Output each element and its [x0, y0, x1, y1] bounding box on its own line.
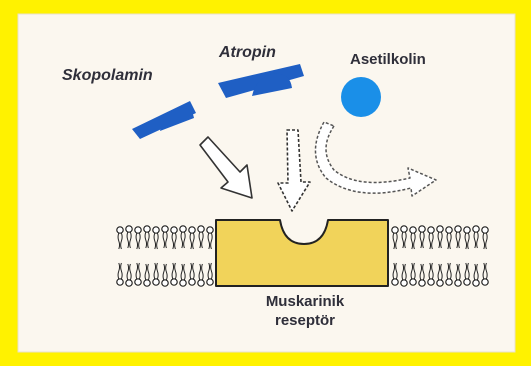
asetilkolin-icon [341, 77, 381, 117]
skopolamin-label: Skopolamin [62, 67, 153, 84]
asetilkolin-label: Asetilkolin [350, 51, 426, 68]
receptor-label-line2: reseptör [275, 312, 335, 329]
atropin-label: Atropin [218, 44, 276, 61]
receptor-label-line1: Muskarinik [266, 293, 345, 310]
